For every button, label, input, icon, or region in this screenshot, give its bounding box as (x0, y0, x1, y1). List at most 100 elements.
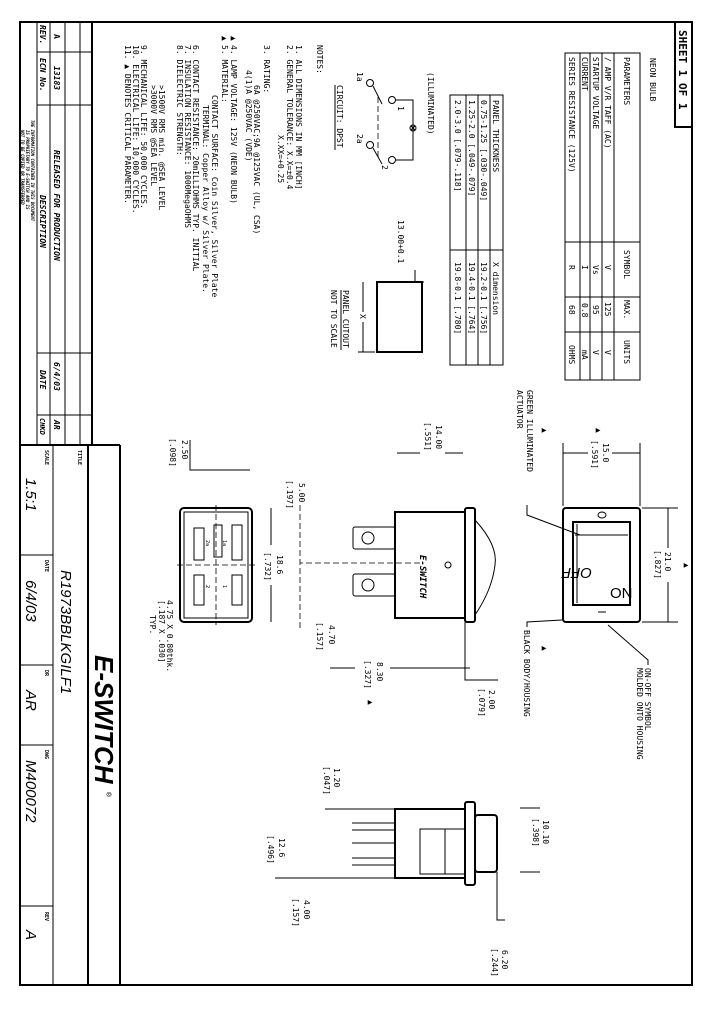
pin (231, 574, 243, 606)
table-header: PANEL THICKNESS (491, 100, 500, 172)
dimension-text: [.496] (266, 835, 275, 864)
pin (231, 524, 243, 561)
dimension-text: 4.70 (327, 625, 336, 644)
table-cell: R (567, 265, 576, 270)
terminal-label: 2a (355, 134, 364, 144)
notes-title: NOTES: (315, 45, 324, 74)
side-view: E-SWITCH 14.00 [.551] 8.30 [.327] ▲ 4.70… (148, 422, 498, 717)
dimension-text: [.244] (490, 948, 499, 977)
dimension-text: 18.6 (275, 555, 284, 574)
end-button (474, 814, 498, 873)
table-cell: CURRENT (580, 57, 589, 91)
table-cell: 19.2-0.1 [.756] (479, 262, 488, 334)
sheet-box (674, 21, 693, 128)
dimension-text: [.591] (590, 440, 599, 469)
table-header: UNITS (622, 340, 631, 364)
actuator-label: ACTUATOR (515, 390, 524, 429)
table-cell: 19.4-0.1 [.764] (467, 262, 476, 334)
off-label: OFF (561, 564, 592, 581)
description-header: DESCRIPTION (38, 194, 47, 248)
critical-mark-icon: ▲ (366, 700, 375, 705)
dimension-text: [.732] (263, 552, 272, 581)
dimension-text: [.827] (653, 550, 662, 579)
dwg-label: DWG (43, 750, 49, 759)
cutout-x-label: X (358, 314, 367, 319)
dimension-text: 10.10 (541, 820, 550, 844)
terminal (352, 573, 396, 597)
table-cell: 19.8-0.1 [.780] (453, 262, 462, 334)
table-cell: 2.0-3.0 [.079-.118] (453, 100, 462, 192)
note-line: 8. DIELECTRIC STRENGTH: (175, 45, 184, 156)
table-header: MAX. (622, 300, 631, 319)
note-line: 6. CONTACT RESISTANCE: 20mILLIOHMS TYP. … (191, 45, 200, 272)
note-line: 3. RATING: (262, 45, 271, 93)
table-cell: V (603, 350, 612, 355)
critical-mark-icon: ▲ (229, 36, 238, 41)
pin-label: 2 (204, 585, 210, 588)
not-to-scale-note: NOT TO SCALE (329, 290, 338, 348)
registered-mark: ® (104, 792, 113, 797)
dimension-text: [.197] (285, 480, 294, 509)
drawn-by-label: DR (43, 670, 49, 677)
rev-value: A (52, 34, 61, 39)
front-view: OFF ON 21.0 [.827] ▲ 15.0 [.591] ▲ GREEN… (515, 390, 691, 760)
brand-mark: E-SWITCH (417, 555, 427, 599)
dimension-text: [.098] (168, 438, 177, 467)
note-line: TERMINAL: Copper Alloy w/ Silver Plate. (201, 105, 210, 293)
cutout-label: PANEL CUTOUT (341, 290, 350, 348)
note-line: 2. GENERAL TOLERANCE: X.X=±0.4 (285, 45, 294, 190)
on-label: ON (610, 585, 633, 602)
note-line: 9. MECHANICAL LIFE: 50,000 CYCLES. (139, 45, 148, 209)
terminal-label: 2 (380, 165, 389, 170)
table-cell: I (580, 265, 589, 270)
side-body (394, 511, 466, 619)
note-line: >1500V RMS min. @SEA LEVEL (157, 85, 166, 210)
table-cell: Vs (591, 265, 600, 275)
date-value: 6/4/03 (22, 580, 39, 622)
panel-cutout: 13.00+0.1 X PANEL CUTOUT NOT TO SCALE (329, 220, 424, 353)
dimension-text: [.398] (531, 818, 540, 847)
proprietary-note: NOT TO BE COPIED OR TRANSFERRED (20, 129, 25, 205)
revision-block: A 13183 RELEASED FOR PRODUCTION 6/4/03 A… (20, 22, 120, 446)
pin (193, 574, 205, 606)
lamp-icon (409, 124, 417, 132)
drawing-frame (19, 21, 693, 986)
pin-label: 1 (221, 585, 227, 588)
title-block: E-SWITCH ® TITLE R1973BBLKGILF1 SCALE 1.… (20, 445, 121, 985)
note-line: CONTACT SURFACE: Coin Silver, Silver Pla… (210, 95, 219, 297)
table-cell: 95 (591, 305, 600, 315)
circuit-label: CIRCUIT: DPST (335, 85, 344, 148)
e-switch-logo: E-SWITCH (89, 655, 119, 785)
note-line: >3000V RMS @SEA LEVEL (149, 85, 158, 186)
body-label: BLACK BODY/HOUSING (522, 630, 531, 717)
note-line: 6A @250VAC;9A @125VAC (UL, CSA) (252, 85, 261, 234)
scale-value: 1.5:1 (22, 478, 39, 511)
note-line: 4(1)A @250VAC (VDE) (244, 70, 253, 162)
dimension-text: 8.30 (375, 662, 384, 681)
dwg-number: M400072 (22, 760, 39, 823)
date-value: 6/4/03 (52, 362, 61, 391)
dimension-text: 4.00 (302, 900, 311, 919)
dimension-text: 2.50 (180, 440, 189, 459)
table-cell: V (603, 265, 612, 270)
end-view: 10.10 [.398] 6.20 [.244] 1.20 [.047] 12.… (266, 766, 550, 977)
table-cell: 0.75-1.25 [.030-.049] (479, 100, 488, 201)
table-cell: SERIES RESISTANCE (125V) (567, 57, 576, 173)
dimension-text: [.079] (477, 688, 486, 717)
proprietary-note: IS PROPRIETARY TO E-SWITCH AND IS (25, 130, 30, 210)
dimension-text: 5.00 (297, 483, 306, 502)
drawn-by-value: AR (22, 689, 39, 711)
critical-mark-icon: ▲ (682, 563, 691, 568)
dimension-text: [.327] (363, 660, 372, 689)
rev-value: A (22, 929, 39, 940)
tab-size-text: 4.75 X 0.80thk. (165, 600, 174, 672)
neon-bulb-title: NEON BULB (648, 58, 657, 102)
note-line: 5. MATERIAL: (220, 45, 229, 103)
dimension-text: 21.0 (663, 552, 672, 571)
dimension-text: [.551] (423, 422, 432, 451)
rocker-actuator (572, 521, 631, 606)
circuit-illuminated-label: (ILLUMINATED) (426, 72, 435, 135)
part-number: R1973BBLKGILF1 (57, 570, 74, 694)
